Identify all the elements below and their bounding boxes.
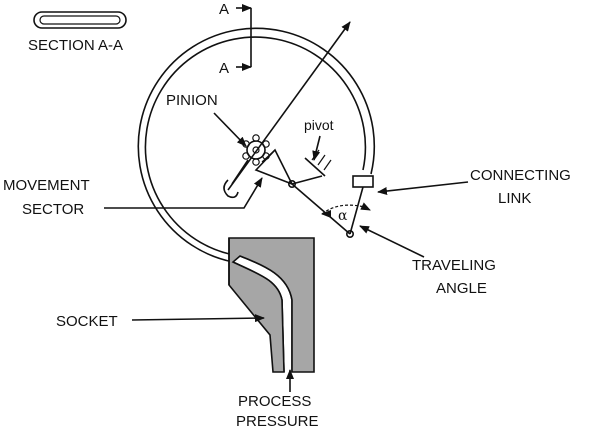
traveling-angle-label-line1: TRAVELING: [412, 257, 496, 274]
connecting-link: [291, 183, 364, 239]
movement-sector-label-line1: MOVEMENT: [3, 177, 90, 194]
pointer: [227, 21, 351, 191]
tube-cross-section-icon: [33, 11, 127, 29]
pinion-label: PINION: [166, 92, 218, 109]
process-pressure-label-line2: PRESSURE: [236, 413, 319, 430]
socket: [228, 237, 315, 373]
movement-sector: [254, 148, 332, 189]
socket-label: SOCKET: [56, 313, 118, 330]
pivot-label: pivot: [304, 117, 334, 133]
connecting-link-block: [352, 175, 374, 188]
connecting-link-label-line2: LINK: [498, 190, 531, 207]
section-mark-top: A: [219, 1, 229, 18]
section-label: SECTION A-A: [28, 37, 123, 54]
alpha-symbol: α: [338, 208, 348, 224]
traveling-angle-label-line2: ANGLE: [436, 280, 487, 297]
traveling-angle-arc: α: [321, 202, 371, 224]
bourdon-tube: [137, 27, 376, 373]
connecting-link-label-line1: CONNECTING: [470, 167, 571, 184]
tube-cross-section-inner: [39, 15, 121, 25]
movement-sector-label-line2: SECTOR: [22, 201, 84, 218]
process-pressure-label-line1: PROCESS: [238, 393, 311, 410]
hairspring: [223, 159, 249, 199]
section-mark-bottom: A: [219, 60, 229, 77]
